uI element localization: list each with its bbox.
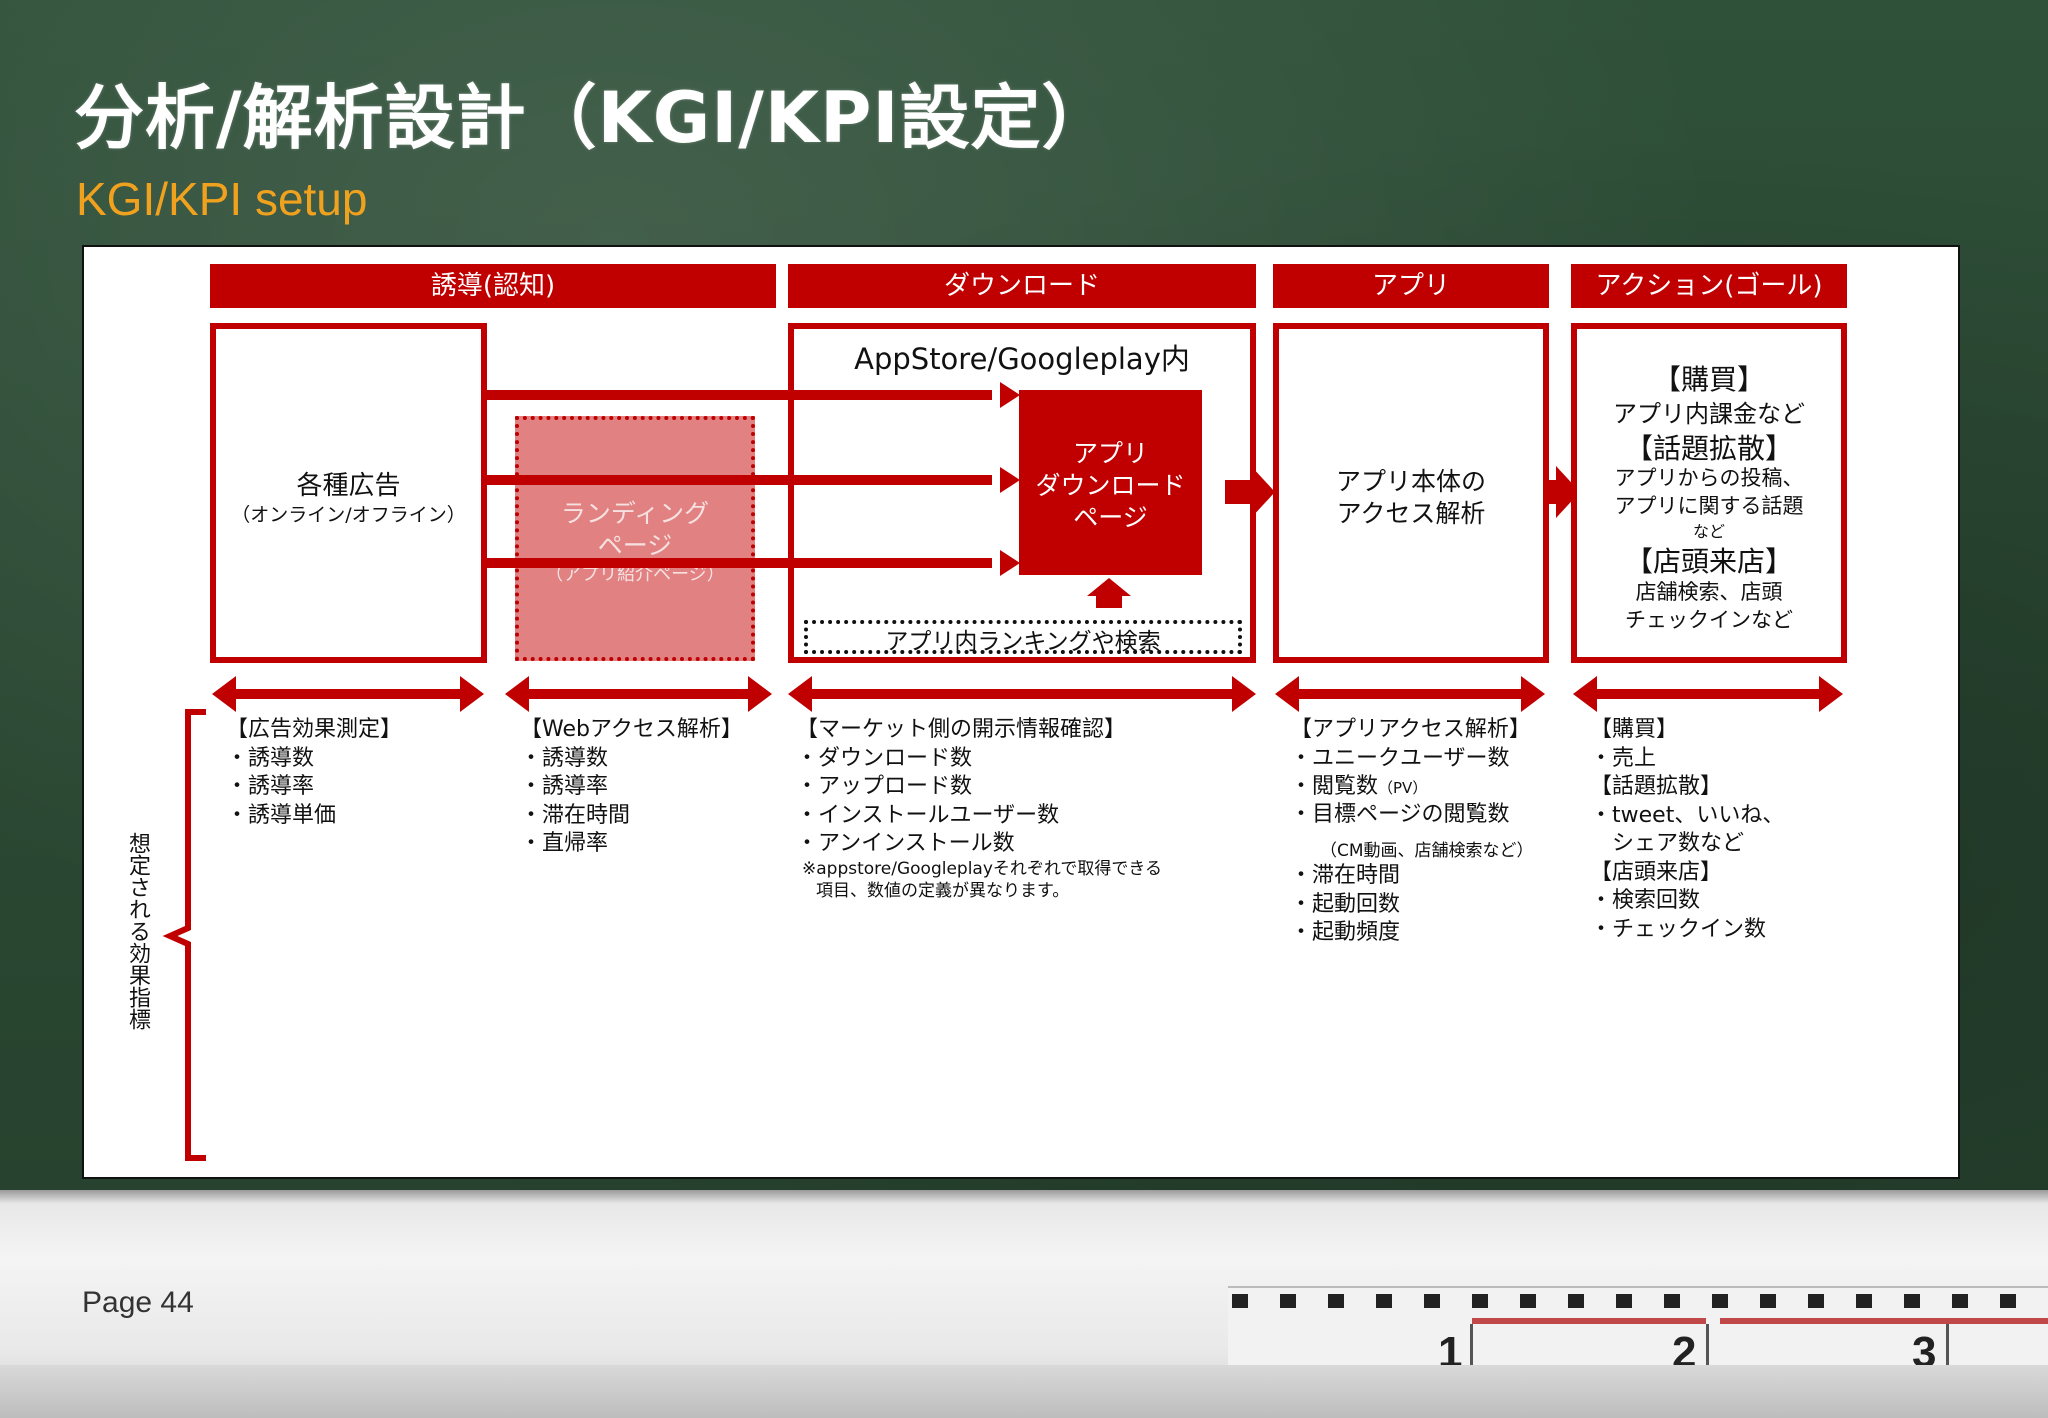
goal-buzz-desc2: アプリに関する話題	[1614, 494, 1804, 518]
slide-subtitle: KGI/KPI setup	[76, 173, 368, 225]
ruler-tick	[2000, 1294, 2016, 1308]
app-download-page-line2: ダウンロード	[1035, 471, 1186, 500]
app-download-page-line1: アプリ	[1072, 439, 1148, 468]
metrics-market-note1: ※appstore/Googleplayそれぞれで取得できる	[802, 859, 1163, 879]
span-arrow-goal	[1573, 676, 1843, 712]
flow-arrow-shaft-1	[487, 390, 992, 400]
ruler-tick	[1520, 1294, 1536, 1308]
ruler-tick	[1472, 1294, 1488, 1308]
ruler-tick	[1904, 1294, 1920, 1308]
span-arrow-download	[788, 676, 1256, 712]
app-download-page-line3: ページ	[1073, 503, 1148, 532]
ruler-tick	[1424, 1294, 1440, 1308]
flow-arrow-shaft-2	[487, 475, 992, 485]
ruler-red-mark-1	[1472, 1318, 1706, 1324]
landing-page-line1: ランディング	[560, 499, 710, 528]
slide-title: 分析/解析設計（KGI/KPI設定）	[74, 77, 1113, 159]
ruler-tick	[1664, 1294, 1680, 1308]
landing-page-box	[515, 416, 755, 661]
ranking-box	[804, 620, 1242, 654]
ruler-line-1	[1470, 1324, 1473, 1374]
ruler-tick	[1568, 1294, 1584, 1308]
span-arrow-induction	[212, 676, 484, 712]
ruler-tick	[1232, 1294, 1248, 1308]
up-arrow-shaft	[1096, 594, 1122, 608]
goal-buzz-desc3: など	[1692, 522, 1725, 541]
goal-box	[1571, 323, 1847, 663]
up-arrow-head	[1087, 578, 1131, 596]
metrics-app-pv-unit: （PV）	[1378, 779, 1428, 797]
ruler-tick	[1376, 1294, 1392, 1308]
header-app: アプリ	[1273, 264, 1549, 308]
ruler-tick	[1328, 1294, 1344, 1308]
app-box-line1: アプリ本体の	[1335, 467, 1486, 496]
goal-visit-heading: 【店頭来店】	[1624, 545, 1793, 578]
ruler-tick	[1808, 1294, 1824, 1308]
span-arrow-landing	[505, 676, 772, 712]
ruler-tick	[1856, 1294, 1872, 1308]
metrics-app-note: （CM動画、店舗検索など）	[1320, 841, 1534, 861]
store-label: AppStore/Googleplay内	[854, 342, 1190, 376]
ad-box-title: 各種広告	[296, 471, 401, 501]
metrics-app-pv: ・閲覧数（PV）	[1290, 773, 1427, 803]
flow-arrow-shaft-3	[487, 558, 992, 568]
metrics-app-pv-label: ・閲覧数	[1290, 774, 1379, 799]
metrics-market-note2: 項目、数値の定義が異なります。	[816, 881, 1070, 901]
metrics-market: 【マーケット側の開示情報確認】 ・ダウンロード数 ・アップロード数 ・インストー…	[796, 717, 1127, 856]
effect-metrics-side-label: 想定される効果指標	[125, 832, 150, 1030]
goal-buzz-desc1: アプリからの投稿、	[1614, 466, 1804, 490]
header-download: ダウンロード	[788, 264, 1256, 308]
ruler-line-2	[1706, 1324, 1709, 1374]
page-number: Page 44	[82, 1286, 194, 1319]
ruler-tick	[1280, 1294, 1296, 1308]
stage-arrow-1-head	[1251, 466, 1275, 518]
effect-bracket	[162, 709, 206, 1161]
ruler-tick	[1952, 1294, 1968, 1308]
ruler-tick	[1712, 1294, 1728, 1308]
goal-buzz-heading: 【話題拡散】	[1624, 432, 1793, 465]
ruler-tick	[1616, 1294, 1632, 1308]
ad-box-subtitle: （オンライン/オフライン）	[231, 504, 466, 526]
ranking-label: アプリ内ランキングや検索	[885, 629, 1161, 655]
ruler-tick	[1760, 1294, 1776, 1308]
app-box-line2: アクセス解析	[1336, 499, 1486, 528]
landing-page-line2: ページ	[597, 531, 673, 560]
landing-page-line3: （アプリ紹介ページ）	[545, 564, 725, 585]
ad-box	[210, 323, 487, 663]
goal-purchase-desc: アプリ内課金など	[1613, 400, 1805, 428]
metrics-app-bottom: ・滞在時間 ・起動回数 ・起動頻度	[1290, 863, 1401, 945]
goal-visit-desc2: チェックインなど	[1625, 608, 1793, 632]
header-action-goal: アクション(ゴール)	[1571, 264, 1847, 308]
goal-visit-desc1: 店舗検索、店頭	[1635, 580, 1783, 604]
metrics-goal: 【購買】 ・売上 【話題拡散】 ・tweet、いいね、 シェア数など 【店頭来店…	[1590, 717, 1785, 942]
ruler-red-mark-2	[1720, 1318, 2048, 1324]
goal-purchase-heading: 【購買】	[1652, 363, 1765, 396]
app-box	[1273, 323, 1549, 663]
flow-arrowhead-3	[1000, 550, 1020, 576]
flow-arrowhead-1	[1000, 382, 1020, 408]
stage-arrow-1-shaft	[1225, 480, 1251, 504]
metrics-app-top: 【アプリアクセス解析】 ・ユニークユーザー数	[1290, 717, 1531, 771]
span-arrow-app	[1275, 676, 1545, 712]
metrics-app-target: ・目標ページの閲覧数	[1290, 802, 1510, 827]
app-download-page-box	[1019, 390, 1202, 575]
header-induction: 誘導(認知)	[210, 264, 776, 308]
ruler-line-3	[1946, 1324, 1949, 1374]
flow-arrowhead-2	[1000, 467, 1020, 493]
chalk-ledge	[0, 1365, 2048, 1418]
span-arrows	[162, 676, 1843, 1161]
metrics-web: 【Webアクセス解析】 ・誘導数 ・誘導率 ・滞在時間 ・直帰率	[520, 717, 743, 856]
metrics-ad: 【広告効果測定】 ・誘導数 ・誘導率 ・誘導単価	[226, 717, 403, 828]
